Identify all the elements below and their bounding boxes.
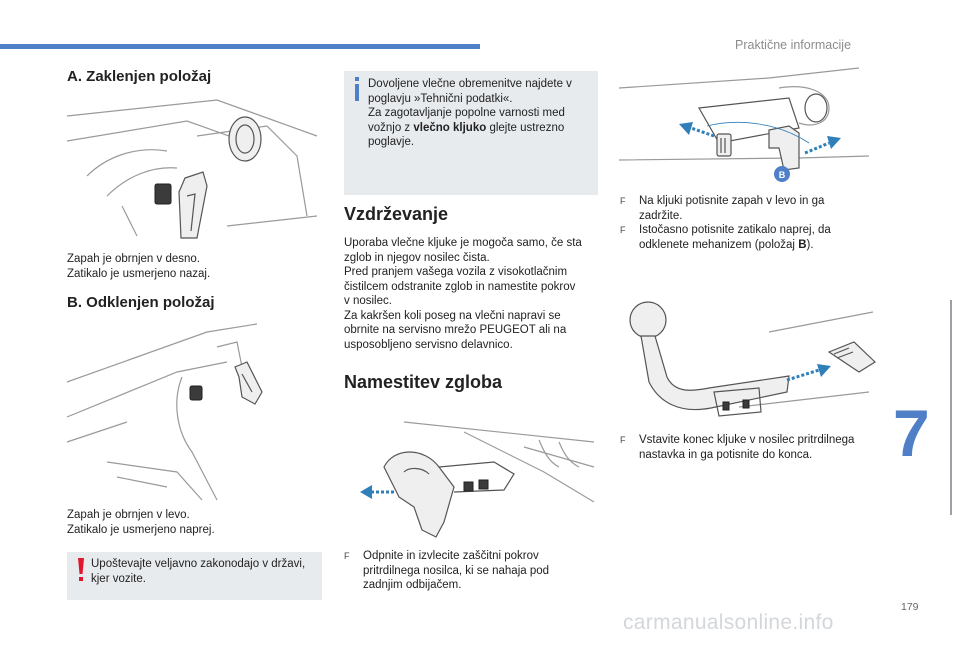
maintenance-text: Uporaba vlečne kljuke je mogoča samo, če…: [344, 236, 582, 352]
unlock-step-1: F Na kljuki potisnite zapah v levo in ga…: [620, 194, 876, 223]
warning-box: Upoštevajte veljavno zakonodajo v državi…: [67, 552, 322, 600]
heading-locked-position: A. Zaklenjen položaj: [67, 68, 212, 85]
unlock-step-2-line-2-pre: odklenete mehanizem (položaj: [639, 238, 799, 251]
maintenance-line-4: čistilcem odstranite zglob in namestite …: [344, 280, 576, 293]
insert-step-text: Vstavite konec kljuke v nosilec pritrdil…: [639, 433, 854, 462]
fitting-step-line-1: Odpnite in izvlecite zaščitni pokrov: [363, 550, 539, 562]
unlock-step-2-bullet: F: [620, 225, 626, 235]
chapter-number: 7: [893, 396, 930, 470]
figure-label-b: B: [779, 170, 786, 180]
maintenance-line-3: Pred pranjem vašega vozila z visokotlačn…: [344, 266, 568, 278]
unlock-step-1-line-2: zadržite.: [639, 209, 683, 222]
heading-maintenance: Vzdrževanje: [344, 204, 449, 224]
info-line-4-post: glejte ustrezno: [486, 121, 565, 134]
warning-text: Upoštevajte veljavno zakonodajo v državi…: [91, 557, 305, 586]
illustration-unlocked-latch: [66, 323, 263, 501]
exclamation-icon: [78, 558, 84, 581]
unlock-step-1-bullet: F: [620, 196, 626, 206]
heading-fitting: Namestitev zgloba: [344, 372, 503, 392]
section-header-title: Praktične informacije: [735, 38, 852, 52]
info-box: Dovoljene vlečne obremenitve najdete v p…: [344, 71, 598, 195]
insert-step-line-1: Vstavite konec kljuke v nosilec pritrdil…: [639, 434, 855, 446]
watermark: carmanualsonline.info: [623, 611, 834, 634]
info-line-4: vožnjo z vlečno kljuko glejte ustrezno: [368, 121, 572, 136]
warning-line-2: kjer vozite.: [91, 572, 146, 585]
unlock-steps: F Na kljuki potisnite zapah v levo in ga…: [620, 194, 876, 254]
page-number: 179: [901, 601, 919, 613]
fitting-step-line-3: zadnjim odbijačem.: [363, 579, 462, 591]
chapter-divider-line: [950, 300, 952, 515]
info-icon: [355, 77, 359, 101]
unlock-step-2-line-1: Istočasno potisnite zatikalo naprej, da: [639, 224, 831, 236]
maintenance-line-1: Uporaba vlečne kljuke je mogoča samo, če…: [344, 237, 582, 249]
unlock-step-2-line-2-post: ).: [806, 238, 814, 251]
info-line-3: Za zagotavljanje popolne varnosti med: [368, 107, 565, 119]
fitting-step: F Odpnite in izvlecite zaščitni pokrov p…: [344, 549, 598, 594]
fitting-step-text: Odpnite in izvlecite zaščitni pokrov pri…: [363, 549, 549, 593]
illustration-protective-cover: [360, 421, 595, 538]
caption-unlocked-line-2: Zatikalo je usmerjeno naprej.: [67, 523, 215, 536]
caption-unlocked-line-1: Zapah je obrnjen v levo.: [67, 509, 190, 521]
fitting-step-line-2: pritrdilnega nosilca, ki se nahaja pod: [363, 564, 550, 577]
unlock-step-1-text: Na kljuki potisnite zapah v levo in ga z…: [639, 194, 824, 223]
info-line-5: poglavje.: [368, 136, 415, 148]
insert-step-bullet: F: [620, 435, 626, 445]
info-line-4-bold: vlečno kljuko: [413, 121, 487, 134]
info-line-1: Dovoljene vlečne obremenitve najdete v: [368, 78, 572, 90]
maintenance-line-7: obrnite na servisno mrežo PEUGEOT ali na: [344, 324, 567, 336]
insert-step: F Vstavite konec kljuke v nosilec pritrd…: [620, 433, 876, 463]
unlock-step-2-text: Istočasno potisnite zatikalo naprej, da …: [639, 223, 831, 252]
unlock-step-2: F Istočasno potisnite zatikalo naprej, d…: [620, 223, 876, 252]
maintenance-line-6: Za kakršen koli poseg na vlečni napravi …: [344, 309, 561, 322]
caption-locked-line-1: Zapah je obrnjen v desno.: [67, 253, 200, 265]
heading-unlocked-position: B. Odklenjen položaj: [67, 294, 215, 311]
maintenance-line-5: v nosilec.: [344, 295, 392, 307]
illustration-unlock-mechanism: B: [618, 67, 870, 182]
unlock-step-1-line-1: Na kljuki potisnite zapah v levo in ga: [639, 195, 825, 207]
unlock-step-2-line-2: odklenete mehanizem (položaj B).: [639, 238, 831, 253]
caption-unlocked: Zapah je obrnjen v levo. Zatikalo je usm…: [67, 508, 215, 537]
illustration-insert-towbar: [629, 301, 876, 417]
illustration-locked-latch: [66, 99, 318, 239]
insert-step-line-2: nastavka in ga potisnite do konca.: [639, 448, 813, 461]
fitting-step-bullet: F: [344, 551, 350, 561]
warning-line-1: Upoštevajte veljavno zakonodajo v državi…: [91, 558, 306, 570]
info-text: Dovoljene vlečne obremenitve najdete v p…: [368, 77, 572, 150]
unlock-step-2-line-2-bold: B: [798, 238, 807, 251]
info-line-4-pre: vožnjo z: [368, 121, 414, 134]
maintenance-line-8: usposobljeno servisno delavnico.: [344, 338, 513, 351]
maintenance-line-2: zglob in njegov nosilec čista.: [344, 251, 490, 264]
caption-locked: Zapah je obrnjen v desno. Zatikalo je us…: [67, 252, 210, 281]
caption-locked-line-2: Zatikalo je usmerjeno nazaj.: [67, 267, 211, 280]
info-line-2: poglavju »Tehnični podatki«.: [368, 92, 513, 105]
header-accent-bar: [0, 44, 480, 49]
